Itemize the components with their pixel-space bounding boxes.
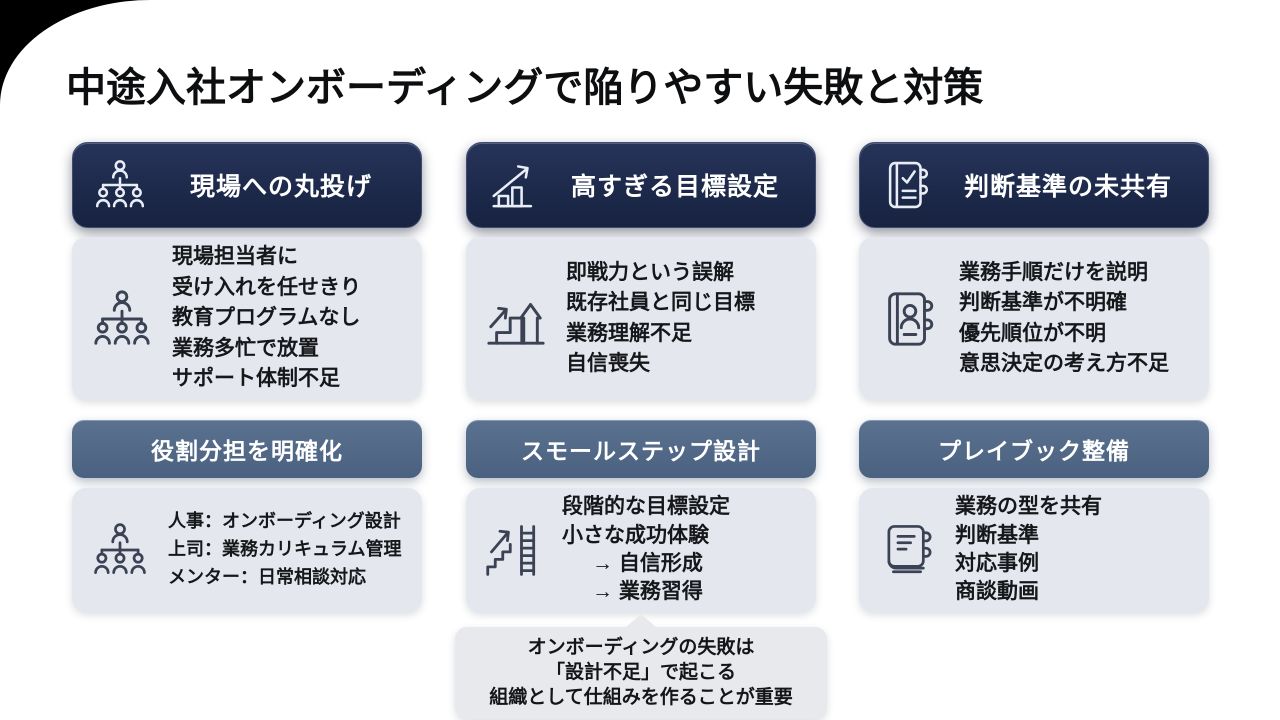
notebook-check-icon: [860, 158, 954, 212]
detail-line: 上司：業務カリキュラム管理: [168, 539, 402, 560]
solution-card-title: プレイブック整備: [938, 438, 1130, 464]
problem-card-title: 判断基準の未共有: [963, 173, 1172, 201]
solution-detail-text: 人事：オンボーディング設計 上司：業務カリキュラム管理 メンター：日常相談対応: [168, 508, 401, 592]
detail-line: 判断基準が不明確: [959, 291, 1127, 315]
solution-card-title: スモールステップ設計: [521, 438, 761, 464]
solution-card: スモールステップ設計: [466, 420, 816, 478]
detail-line: 商談動画: [955, 580, 1039, 604]
detail-line: 小さな成功体験: [562, 523, 709, 547]
detail-line: 現場担当者に: [172, 245, 298, 269]
bar-chart-up-icon: [467, 158, 561, 212]
detail-line: 業務理解不足: [566, 321, 692, 345]
column-goal-setting: 高すぎる目標設定 即戦力という誤解 既存社員と同じ目標 業務理解不足 自信喪失 …: [466, 142, 816, 612]
solution-detail-card: 業務の型を共有 判断基準 対応事例 商談動画: [859, 488, 1209, 612]
detail-line: 業務多忙で放置: [172, 336, 319, 360]
detail-line: 業務の型を共有: [955, 495, 1102, 519]
column-marunage: 現場への丸投げ 現場担当者に 受け入れを任せきり 教育プログラムなし 業務多忙で…: [72, 142, 422, 612]
note-line: オンボーディングの失敗は: [527, 637, 755, 658]
detail-line: 受け入れを任せきり: [172, 275, 361, 299]
problem-card-title: 現場への丸投げ: [189, 173, 372, 201]
solution-detail-card: 人事：オンボーディング設計 上司：業務カリキュラム管理 メンター：日常相談対応: [72, 488, 422, 612]
note-bubble: オンボーディングの失敗は 「設計不足」で起こる 組織として仕組みを作ることが重要: [455, 613, 827, 720]
detail-line: 判断基準: [955, 523, 1039, 547]
org-chart-icon: [72, 521, 168, 579]
solution-detail-text: 業務の型を共有 判断基準 対応事例 商談動画: [955, 493, 1102, 606]
problem-detail-card: 現場担当者に 受け入れを任せきり 教育プログラムなし 業務多忙で放置 サポート体…: [72, 237, 422, 400]
problem-card-title: 高すぎる目標設定: [570, 173, 779, 201]
detail-line: 優先順位が不明: [959, 321, 1106, 345]
detail-line: 段階的な目標設定: [562, 495, 730, 519]
detail-line: → 業務習得: [592, 580, 703, 604]
detail-line: メンター：日常相談対応: [168, 566, 366, 587]
column-criteria: 判断基準の未共有 業務手順だけを説明 判断基準が不明確 優先順位が不明 意思決定…: [859, 142, 1209, 612]
page-title: 中途入社オンボーディングで陥りやすい失敗と対策: [66, 66, 984, 110]
detail-line: 既存社員と同じ目標: [566, 291, 755, 315]
note-line: 組織として仕組みを作ることが重要: [489, 687, 793, 709]
problem-card: 現場への丸投げ: [72, 142, 422, 228]
stairs-up-arrow-icon: [466, 288, 566, 350]
detail-line: 自信喪失: [566, 351, 650, 375]
problem-card: 高すぎる目標設定: [466, 142, 816, 228]
contact-book-icon: [859, 288, 959, 350]
detail-line: 業務手順だけを説明: [959, 260, 1148, 284]
detail-line: 人事：オンボーディング設計: [168, 511, 401, 532]
detail-line: 即戦力という誤解: [566, 260, 734, 284]
detail-line: サポート体制不足: [172, 367, 340, 391]
solution-detail-text: 段階的な目標設定 小さな成功体験 → 自信形成 → 業務習得: [562, 493, 730, 606]
playbook-icon: [859, 521, 955, 579]
note-line: 「設計不足」で起こる: [545, 662, 736, 684]
problem-detail-card: 業務手順だけを説明 判断基準が不明確 優先順位が不明 意思決定の考え方不足: [859, 237, 1209, 400]
solution-card: 役割分担を明確化: [72, 420, 422, 478]
problem-detail-text: 業務手順だけを説明 判断基準が不明確 優先順位が不明 意思決定の考え方不足: [959, 258, 1169, 380]
org-chart-icon: [73, 158, 167, 212]
problem-detail-text: 即戦力という誤解 既存社員と同じ目標 業務理解不足 自信喪失: [566, 258, 755, 380]
detail-line: 対応事例: [955, 552, 1039, 575]
solution-card-title: 役割分担を明確化: [151, 438, 343, 464]
steps-ladder-icon: [466, 520, 562, 580]
detail-line: 意思決定の考え方不足: [959, 351, 1169, 375]
problem-detail-card: 即戦力という誤解 既存社員と同じ目標 業務理解不足 自信喪失: [466, 237, 816, 400]
problem-detail-text: 現場担当者に 受け入れを任せきり 教育プログラムなし 業務多忙で放置 サポート体…: [172, 242, 361, 394]
solution-card: プレイブック整備: [859, 420, 1209, 478]
solution-detail-card: 段階的な目標設定 小さな成功体験 → 自信形成 → 業務習得: [466, 488, 816, 612]
problem-card: 判断基準の未共有: [859, 142, 1209, 228]
org-chart-icon: [72, 288, 172, 350]
detail-line: → 自信形成: [592, 552, 703, 575]
detail-line: 教育プログラムなし: [172, 306, 361, 330]
